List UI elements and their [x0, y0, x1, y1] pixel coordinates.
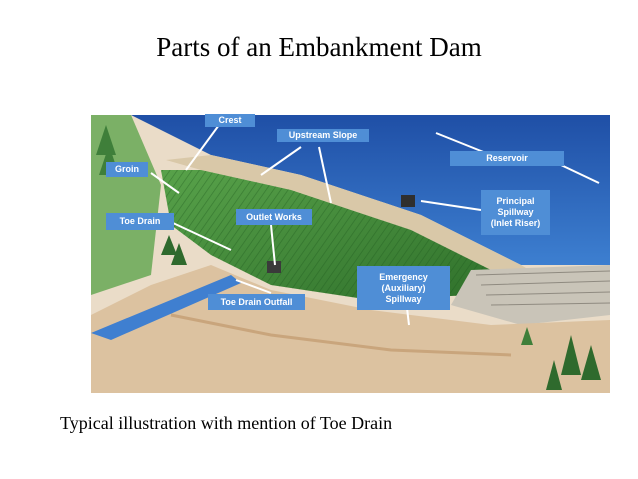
emergency-spillway-pointer	[406, 307, 410, 326]
upstream-slope-pointer-2	[318, 146, 332, 204]
upstream-slope-pointer-1	[260, 146, 302, 176]
reservoir-pointer-2	[560, 164, 600, 184]
principal-spillway-label: Principal Spillway (Inlet Riser)	[481, 190, 550, 235]
outlet-structure	[267, 261, 281, 273]
dam-crest	[166, 155, 541, 280]
riser	[401, 195, 415, 207]
outlet-channel	[91, 275, 241, 340]
page-title: Parts of an Embankment Dam	[156, 32, 482, 62]
outlet-works-label: Outlet Works	[236, 209, 312, 225]
outlet-works-pointer	[270, 224, 276, 266]
toe-drain-pointer	[172, 222, 232, 251]
reservoir-label: Reservoir	[450, 151, 564, 166]
principal-spillway-pointer	[420, 200, 482, 211]
figure-caption: Typical illustration with mention of Toe…	[60, 413, 393, 433]
upstream-slope-label: Upstream Slope	[277, 129, 369, 142]
toe-drain-label: Toe Drain	[106, 213, 174, 230]
groin-label: Groin	[106, 162, 148, 177]
emergency-spillway-label: Emergency (Auxiliary) Spillway	[357, 266, 450, 310]
outfall-pointer	[235, 279, 272, 294]
crest-pointer	[185, 124, 220, 171]
toe-drain-outfall-label: Toe Drain Outfall	[208, 294, 305, 310]
groin-pointer	[150, 172, 180, 194]
crest-label: Crest	[205, 114, 255, 127]
spillway-channel	[451, 265, 610, 325]
